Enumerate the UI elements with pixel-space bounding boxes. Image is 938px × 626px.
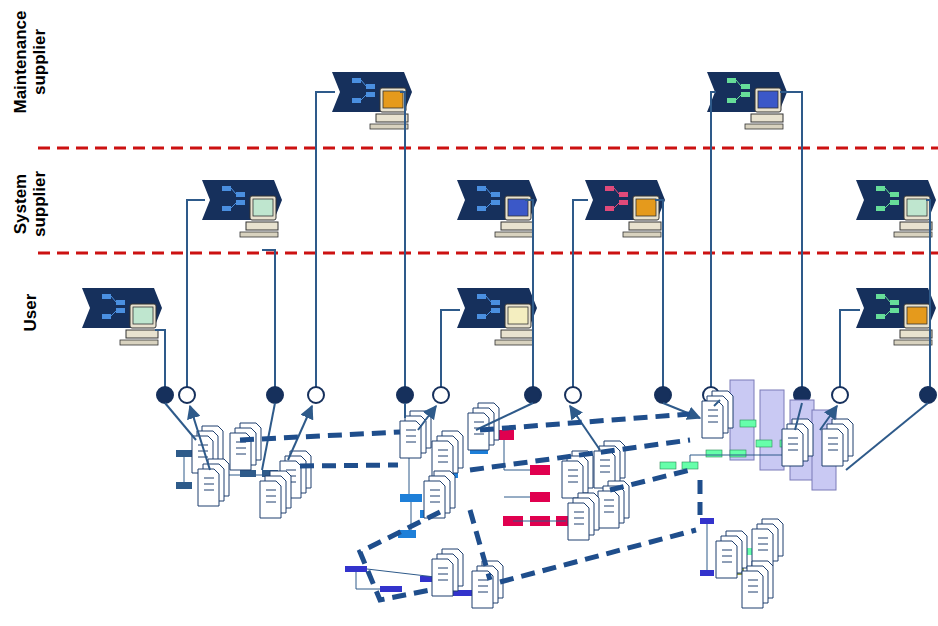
document-stacks (192, 391, 853, 608)
lane-label: System supplier (11, 149, 49, 259)
relation-lines (240, 414, 700, 600)
org-chart-bars (176, 380, 836, 596)
tool-icons (82, 72, 936, 345)
lane-label: User (21, 272, 40, 352)
lane-label: Maintenance supplier (11, 2, 49, 122)
leader-lines (155, 92, 930, 387)
step-links (165, 400, 928, 470)
step-markers (157, 387, 936, 403)
